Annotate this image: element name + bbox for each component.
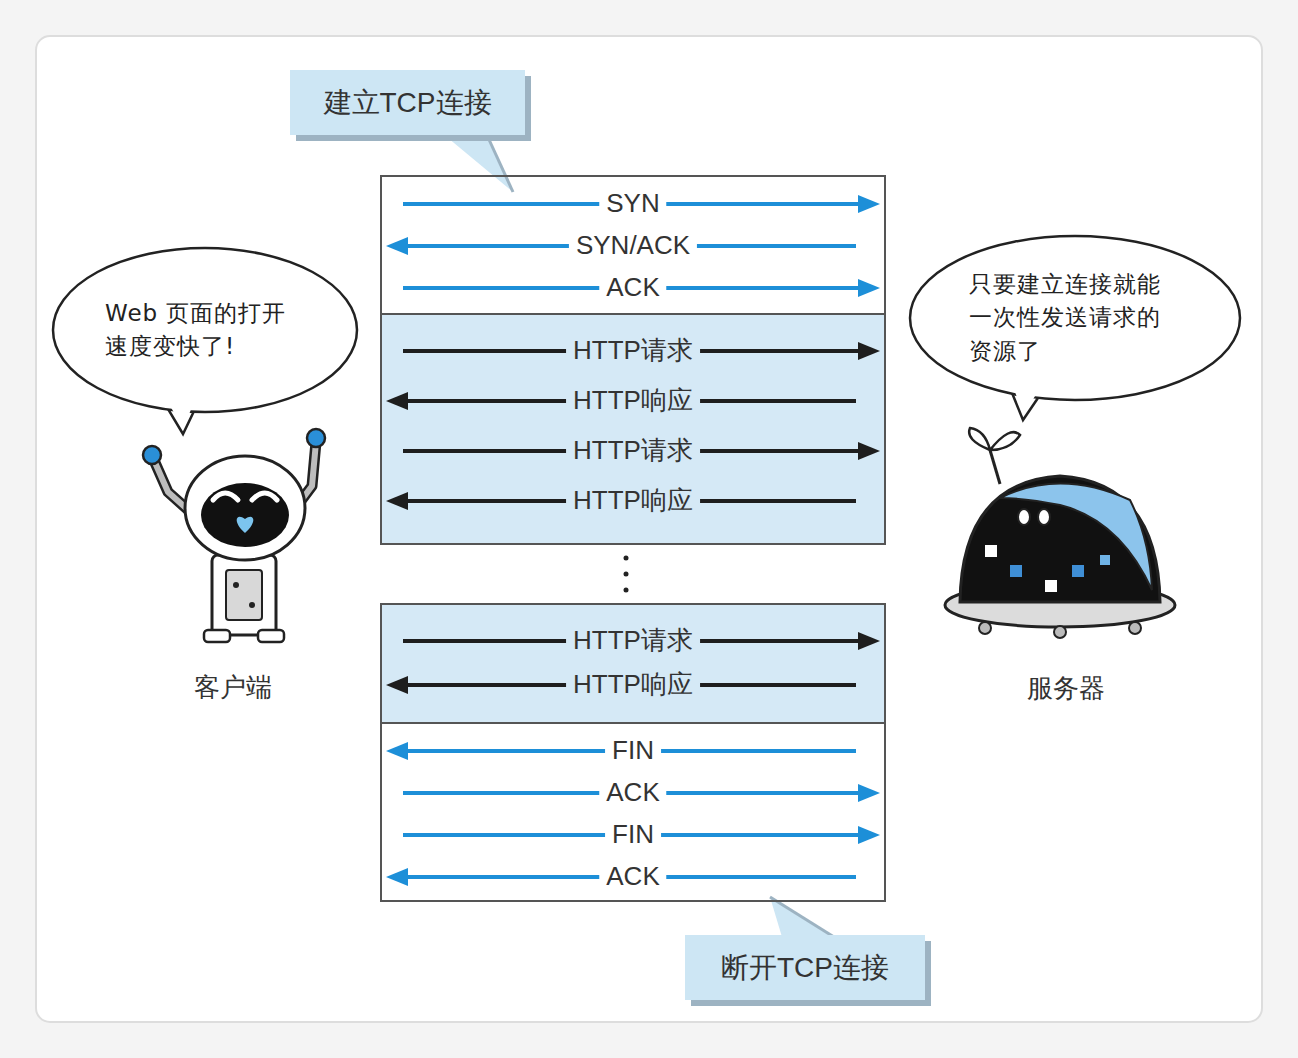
- bubble-outline: [50, 245, 360, 415]
- callout-tail-shadow: [486, 133, 513, 192]
- arrow-label: HTTP请求: [566, 435, 700, 466]
- callout-text: 断开TCP连接: [721, 949, 889, 987]
- message-panel: HTTP请求 HTTP响应 HTTP请求 HTTP响应: [380, 313, 886, 545]
- callout-box: 建立TCP连接: [290, 70, 525, 135]
- arrow-label: SYN: [599, 188, 666, 219]
- speech-bubble: 只要建立连接就能 一次性发送请求的 资源了: [907, 233, 1243, 403]
- actor-label: 服务器: [1027, 671, 1105, 706]
- callout-tail: [770, 897, 834, 937]
- panel-fill: [380, 722, 886, 902]
- actor-label: 客户端: [194, 670, 272, 705]
- speech-text: Web 页面的打开 速度变快了!: [105, 297, 305, 364]
- arrow-label: HTTP请求: [566, 625, 700, 656]
- arrow-label: FIN: [605, 735, 661, 766]
- arrow-label: HTTP响应: [566, 485, 700, 516]
- speech-text: 只要建立连接就能 一次性发送请求的 资源了: [969, 268, 1181, 368]
- arrow-label: HTTP请求: [566, 335, 700, 366]
- callout-tail: [442, 133, 513, 192]
- panel-fill: [380, 175, 886, 315]
- card-frame: [36, 36, 1262, 1022]
- message-panel: HTTP请求 HTTP响应: [380, 603, 886, 724]
- http-arrows: [386, 342, 880, 694]
- arrow-label: HTTP响应: [566, 385, 700, 416]
- panel-fill: [380, 603, 886, 724]
- message-panel: SYN SYN/ACK ACK: [380, 175, 886, 315]
- callout-tail-shadow: [770, 897, 834, 937]
- arrow-label: ACK: [599, 777, 666, 808]
- arrow-label: HTTP响应: [566, 669, 700, 700]
- ellipsis-dots: [624, 556, 629, 593]
- callout-text: 建立TCP连接: [324, 84, 492, 122]
- panel-fill: [380, 313, 886, 545]
- arrow-label: ACK: [599, 861, 666, 892]
- tcp-arrows: [386, 195, 880, 886]
- speech-bubble: Web 页面的打开 速度变快了!: [50, 245, 360, 415]
- arrow-label: FIN: [605, 819, 661, 850]
- client-robot: [143, 429, 325, 642]
- callout-box: 断开TCP连接: [685, 935, 925, 1000]
- arrow-label: ACK: [599, 272, 666, 303]
- server-robot: [945, 428, 1175, 638]
- arrow-label: SYN/ACK: [569, 230, 697, 261]
- message-panel: FIN ACK FIN ACK: [380, 722, 886, 902]
